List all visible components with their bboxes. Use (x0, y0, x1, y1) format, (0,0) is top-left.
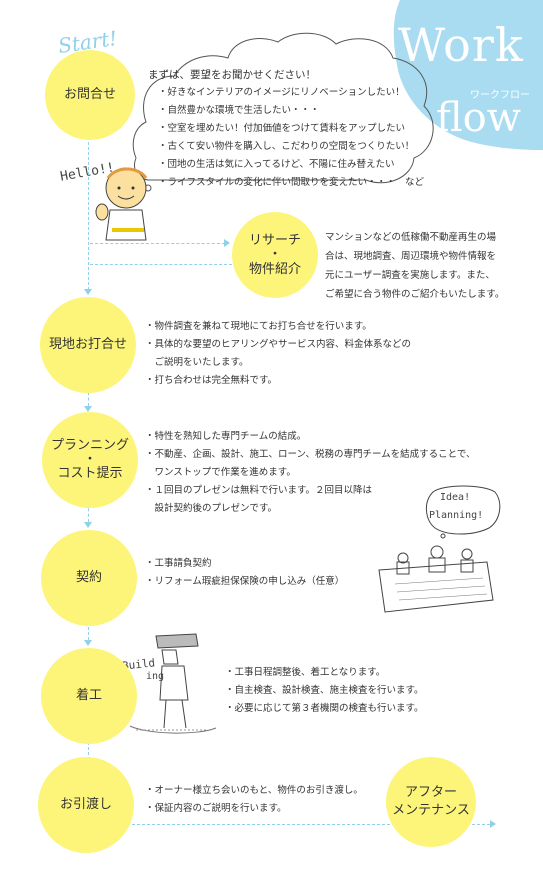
connector-1-2 (88, 122, 89, 290)
step-site-meeting-text: ・物件調査を兼ねて現地にてお打ち合せを行います。 ・具体的な要望のヒアリングやサ… (145, 318, 411, 390)
step-research-label-2: 物件紹介 (248, 261, 301, 277)
step-site-meeting-circle: 現地お打合せ (40, 297, 136, 393)
step-inquiry-circle: お問合せ (45, 50, 135, 140)
planning-doodle-text: Planning! (429, 510, 484, 521)
workflow-title-flow: flow (436, 95, 521, 141)
step-inquiry-line: ・古くて安い物件を購入し、こだわりの空間をつくりたい！ (158, 141, 415, 152)
step-inquiry-line: ・空室を埋めたい！付加価値をつけて賃料をアップしたい (158, 123, 406, 134)
step-site-meeting-line: ・物件調査を兼ねて現地にてお打ち合せを行います。 (145, 321, 372, 332)
step-inquiry-text: まずは、要望をお聞かせください！ ・好きなインテリアのイメージにリノベーションし… (148, 66, 424, 192)
step-planning-line: ワンストップで作業を進めます。 (145, 467, 296, 478)
step-contract-line: ・リフォーム瑕疵担保保険の申し込み（任意） (145, 576, 345, 587)
hello-character-illustration (95, 167, 148, 241)
connector-4-5 (88, 612, 89, 640)
step-planning-label-2: コスト提示 (57, 466, 123, 482)
step-planning-line: ・不動産、企画、設計、施工、ローン、税務の専門チームを結成することで、 (145, 449, 476, 460)
step-research-line: 合は、現地調査、周辺環境や物件情報を (325, 251, 497, 262)
step-handover-line: ・オーナー様立ち会いのもと、物件のお引き渡し。 (145, 785, 363, 796)
step-construction-line: ・工事日程調整後、着工となります。 (225, 667, 386, 678)
step-handover-circle: お引渡し (38, 757, 134, 853)
step-planning-line: 設計契約後のプレゼンです。 (145, 503, 278, 514)
step-planning-text: ・特性を熟知した専門チームの結成。 ・不動産、企画、設計、施工、ローン、税務の専… (145, 428, 476, 518)
workflow-title-work: Work (398, 18, 524, 72)
step-research-line: マンションなどの低稼働不動産再生の場 (325, 232, 497, 243)
step-inquiry-line: ・ライフスタイルの変化に伴い間取りを変えたい・・・ など (158, 177, 425, 188)
step-contract-label: 契約 (75, 570, 102, 586)
step-inquiry-line: まずは、要望をお聞かせください！ (148, 69, 316, 81)
step-planning-label-1: プランニング (50, 438, 129, 454)
step-handover-line: ・保証内容のご説明を行います。 (145, 803, 287, 814)
builder-illustration (129, 633, 217, 734)
workflow-subtitle: ワークフロー (470, 90, 530, 101)
arrow-right-icon (490, 820, 496, 828)
build-ing-doodle-text: ing (146, 671, 165, 682)
step-handover-label: お引渡し (59, 797, 112, 813)
arrow-down-icon (84, 406, 92, 412)
step-contract-text: ・工事請負契約 ・リフォーム瑕疵担保保険の申し込み（任意） (145, 555, 344, 591)
step-planning-circle: プランニング ・ コスト提示 (42, 412, 138, 508)
connector-5-6 (88, 732, 89, 760)
step-research-label-dot: ・ (268, 247, 282, 263)
step-inquiry-line: ・団地の生活は気に入ってるけど、不陽に住み替えたい (158, 159, 395, 170)
planning-desk-illustration (378, 545, 494, 613)
step-planning-label-dot: ・ (83, 451, 97, 467)
step-inquiry-line: ・好きなインテリアのイメージにリノベーションしたい！ (158, 87, 405, 98)
step-site-meeting-line: ご説明をいたします。 (145, 357, 249, 368)
step-construction-text: ・工事日程調整後、着工となります。 ・自主検査、設計検査、施主検査を行います。 … (225, 664, 424, 718)
step-site-meeting-line: ・打ち合わせは完全無料です。 (145, 375, 278, 386)
idea-bubble-outline (426, 485, 501, 539)
step-research-line: 元にユーザー調査を実施します。また、 (325, 270, 495, 281)
step-aftercare-label-1: アフター (404, 785, 457, 801)
step-contract-circle: 契約 (41, 530, 137, 626)
header-blue-shape (393, 0, 543, 150)
arrow-down-icon (84, 289, 92, 295)
idea-doodle-text: Idea! (440, 492, 471, 503)
step-construction-circle: 着工 (41, 648, 137, 744)
step-inquiry-label: お問合せ (63, 87, 116, 103)
step-aftercare-label-2: メンテナンス (392, 803, 470, 818)
step-aftercare-circle: アフター メンテナンス (386, 757, 476, 847)
step-planning-line: ・１回目のプレゼンは無料で行います。２回目以降は (145, 485, 373, 496)
step-site-meeting-line: ・具体的な要望のヒアリングやサービス内容、料金体系などの (145, 339, 412, 350)
arrow-down-icon (84, 522, 92, 528)
step-planning-line: ・特性を熟知した専門チームの結成。 (145, 431, 307, 442)
step-handover-text: ・オーナー様立ち会いのもと、物件のお引き渡し。 ・保証内容のご説明を行います。 (145, 782, 363, 818)
connector-to-aftercare (132, 824, 490, 825)
step-construction-label: 着工 (75, 688, 102, 704)
step-inquiry-line: ・自然豊かな環境で生活したい・・・ (158, 105, 320, 116)
arrow-right-icon (224, 239, 230, 247)
step-research-circle: リサーチ ・ 物件紹介 (232, 212, 318, 298)
step-research-label-1: リサーチ (248, 232, 301, 248)
connector-from-research (90, 264, 232, 265)
step-construction-line: ・自主検査、設計検査、施主検査を行います。 (225, 685, 424, 696)
step-research-text: マンションなどの低稼働不動産再生の場 合は、現地調査、周辺環境や物件情報を 元に… (325, 228, 504, 304)
step-construction-line: ・必要に応じて第３者機関の検査も行います。 (225, 703, 424, 714)
step-research-line: ご希望に合う物件のご紹介もいたします。 (325, 289, 505, 300)
step-contract-line: ・工事請負契約 (145, 558, 212, 569)
arrow-down-icon (84, 640, 92, 646)
step-site-meeting-label: 現地お打合せ (48, 337, 127, 353)
connector-to-research (90, 243, 225, 244)
